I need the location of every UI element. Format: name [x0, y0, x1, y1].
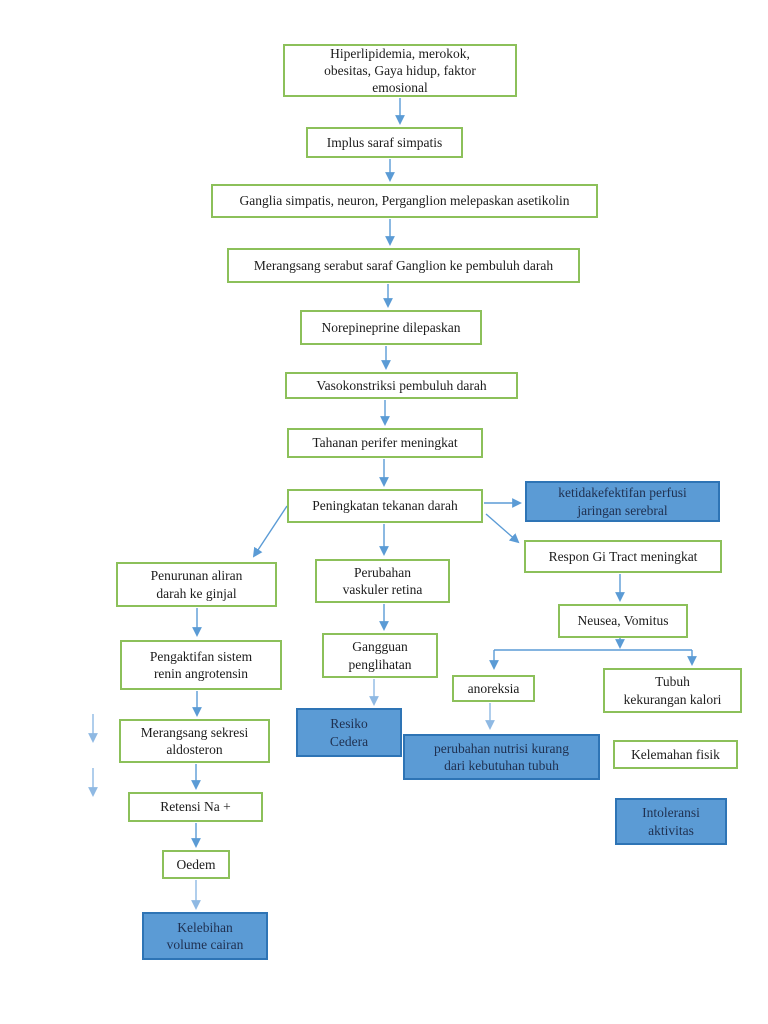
node-ganglia-simpatis: Ganglia simpatis, neuron, Perganglion me…	[211, 184, 598, 218]
node-ketidakefektifan-perfusi: ketidakefektifan perfusi jaringan serebr…	[525, 481, 720, 522]
node-retensi-na: Retensi Na +	[128, 792, 263, 822]
node-norepineprine: Norepineprine dilepaskan	[300, 310, 482, 345]
node-anoreksia: anoreksia	[452, 675, 535, 702]
node-vasokonstriksi: Vasokonstriksi pembuluh darah	[285, 372, 518, 399]
node-respon-gi-tract: Respon Gi Tract meningkat	[524, 540, 722, 573]
flow-arrow-8	[485, 513, 520, 544]
node-pengaktifan-renin: Pengaktifan sistem renin angrotensin	[120, 640, 282, 690]
node-tubuh-kekurangan-kalori: Tubuh kekurangan kalori	[603, 668, 742, 713]
node-kelemahan-fisik: Kelemahan fisik	[613, 740, 738, 769]
flow-arrow-9	[252, 505, 288, 558]
node-tahanan-perifer: Tahanan perifer meningkat	[287, 428, 483, 458]
node-gangguan-penglihatan: Gangguan penglihatan	[322, 633, 438, 678]
node-penurunan-aliran: Penurunan aliran darah ke ginjal	[116, 562, 277, 607]
node-merangsang-sekresi: Merangsang sekresi aldosteron	[119, 719, 270, 763]
node-oedem: Oedem	[162, 850, 230, 879]
node-merangsang-serabut: Merangsang serabut saraf Ganglion ke pem…	[227, 248, 580, 283]
node-perubahan-vaskuler-retina: Perubahan vaskuler retina	[315, 559, 450, 603]
node-neusea-vomitus: Neusea, Vomitus	[558, 604, 688, 638]
node-peningkatan-tekanan-darah: Peningkatan tekanan darah	[287, 489, 483, 523]
node-implus-saraf-simpatis: Implus saraf simpatis	[306, 127, 463, 158]
node-resiko-cedera: Resiko Cedera	[296, 708, 402, 757]
node-intoleransi-aktivitas: Intoleransi aktivitas	[615, 798, 727, 845]
node-perubahan-nutrisi: perubahan nutrisi kurang dari kebutuhan …	[403, 734, 600, 780]
node-risk-factors: Hiperlipidemia, merokok, obesitas, Gaya …	[283, 44, 517, 97]
node-kelebihan-volume: Kelebihan volume cairan	[142, 912, 268, 960]
